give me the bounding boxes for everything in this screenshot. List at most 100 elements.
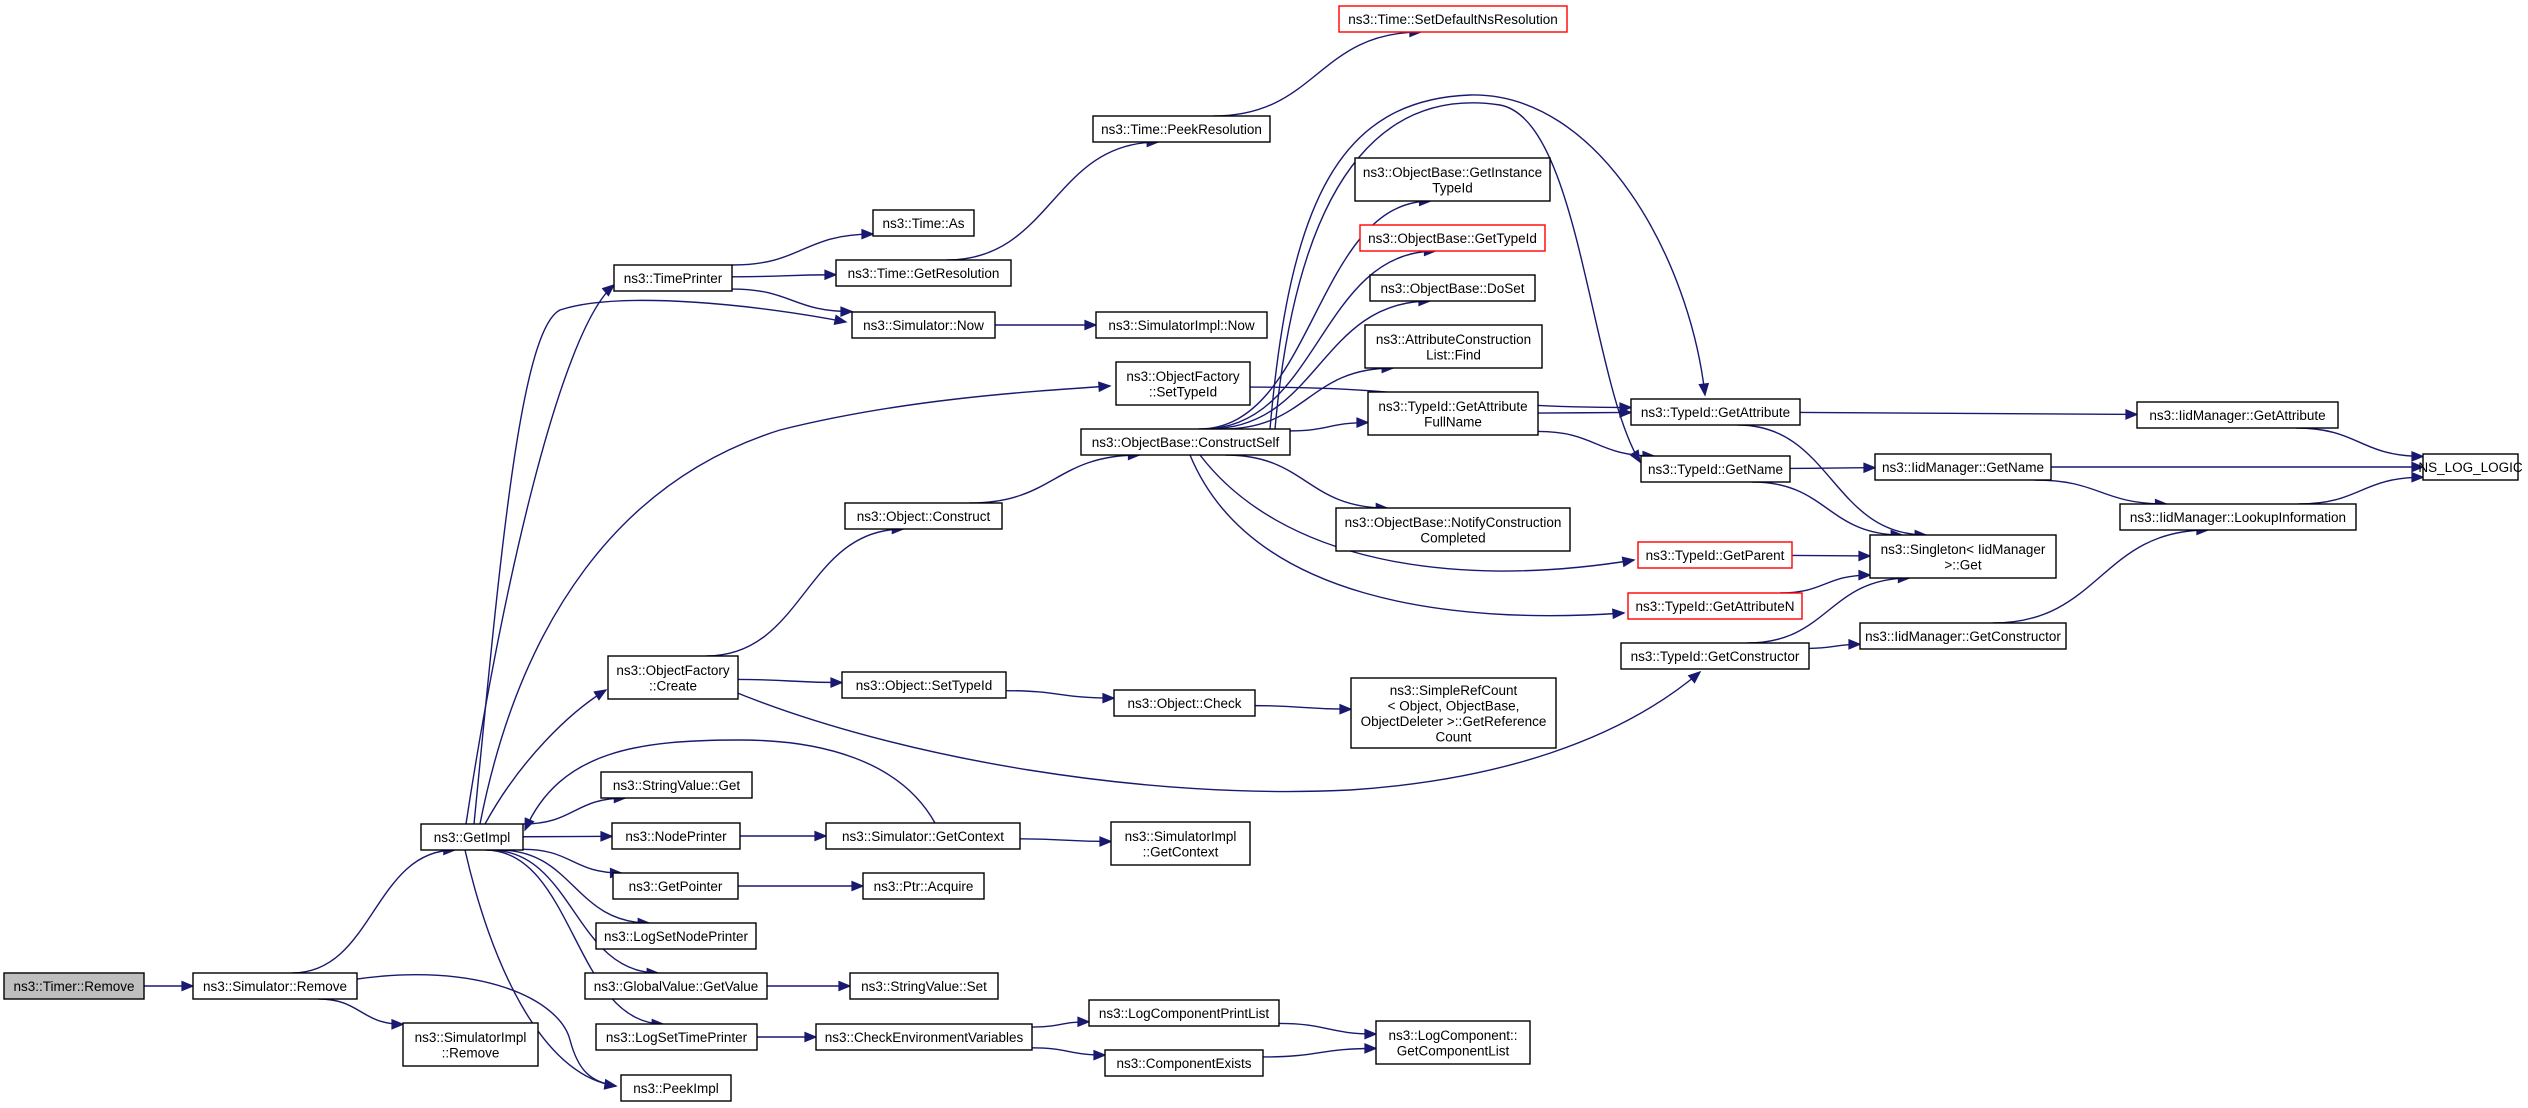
node-box — [3, 972, 145, 1000]
node-iid-getconstructor[interactable]: ns3::IidManager::GetConstructor — [1859, 622, 2067, 650]
node-simimpl-remove[interactable]: ns3::SimulatorImpl::Remove — [402, 1022, 539, 1067]
node-label: ns3::ObjectFactory — [616, 663, 730, 678]
edge-ob_constructself-to-tid_getattributen — [1189, 454, 1626, 620]
node-label: ns3::ObjectBase::NotifyConstruction — [1345, 515, 1562, 530]
edge-gv_getvalue-to-stringvalue_set — [766, 980, 852, 992]
node-of-create[interactable]: ns3::ObjectFactory::Create — [607, 655, 739, 700]
node-label: FullName — [1424, 414, 1482, 429]
node-componentexists[interactable]: ns3::ComponentExists — [1104, 1049, 1264, 1077]
arrowhead — [1364, 1028, 1378, 1040]
node-sim-remove[interactable]: ns3::Simulator::Remove — [192, 972, 358, 1000]
node-ns-log-logic[interactable]: NS_LOG_LOGIC — [2418, 453, 2523, 481]
node-time-as[interactable]: ns3::Time::As — [872, 209, 975, 237]
node-nodeprinter[interactable]: ns3::NodePrinter — [611, 822, 741, 850]
node-tid-getattribute[interactable]: ns3::TypeId::GetAttribute — [1630, 398, 1801, 426]
node-ob-doset[interactable]: ns3::ObjectBase::DoSet — [1369, 274, 1536, 302]
node-object-check[interactable]: ns3::Object::Check — [1113, 689, 1256, 717]
node-tid-getattributen[interactable]: ns3::TypeId::GetAttributeN — [1627, 592, 1803, 620]
node-iid-getname[interactable]: ns3::IidManager::GetName — [1874, 453, 2052, 481]
node-simplerefcount[interactable]: ns3::SimpleRefCount< Object, ObjectBase,… — [1350, 677, 1557, 749]
node-label: ns3::Time::As — [882, 216, 964, 231]
node-label: ns3::IidManager::GetName — [1882, 460, 2044, 475]
node-ob-constructself[interactable]: ns3::ObjectBase::ConstructSelf — [1080, 428, 1291, 456]
arrowhead — [1612, 608, 1626, 620]
node-label: ns3::SimulatorImpl — [1125, 829, 1237, 844]
edge-timer_remove-to-sim_remove — [143, 980, 195, 992]
edge-time_peekres-to-time_setdefault — [1213, 26, 1423, 117]
edge-iid_getattribute-to-ns_log_logic — [2295, 427, 2425, 462]
arrowhead — [833, 314, 848, 326]
arrowhead — [2125, 409, 2139, 420]
edge-line — [1752, 481, 1903, 536]
node-label: ns3::Timer::Remove — [13, 979, 134, 994]
edge-getimpl-to-getpointer — [522, 848, 624, 879]
node-label: ::Create — [649, 678, 697, 693]
edge-logcomp_printlist-to-logcomp_getlist — [1278, 1022, 1378, 1040]
edge-line — [737, 678, 843, 684]
arrowhead — [601, 283, 616, 297]
arrowhead — [824, 269, 838, 281]
node-box — [1369, 274, 1536, 302]
node-iid-lookup[interactable]: ns3::IidManager::LookupInformation — [2119, 503, 2357, 531]
node-getpointer[interactable]: ns3::GetPointer — [612, 872, 739, 900]
node-logcomp-getlist[interactable]: ns3::LogComponent::GetComponentList — [1375, 1020, 1531, 1065]
node-label: ns3::LogSetTimePrinter — [606, 1030, 748, 1045]
node-stringvalue-set[interactable]: ns3::StringValue::Set — [849, 972, 999, 1000]
call-edges — [143, 26, 2425, 1090]
edge-line — [731, 274, 837, 278]
edge-getimpl-to-gv_getvalue — [489, 849, 660, 979]
edge-line — [1799, 411, 2138, 416]
edge-line — [969, 454, 1140, 504]
node-box — [1092, 115, 1271, 143]
edge-getimpl-to-nodeprinter — [522, 830, 614, 842]
node-label: >::Get — [1944, 557, 1981, 572]
node-ob-gettypeid[interactable]: ns3::ObjectBase::GetTypeId — [1359, 224, 1546, 252]
edge-line — [946, 141, 1159, 261]
node-logsetnodeprinter[interactable]: ns3::LogSetNodePrinter — [595, 922, 757, 950]
node-sim-getcontext[interactable]: ns3::Simulator::GetContext — [825, 822, 1021, 850]
node-box — [841, 671, 1007, 699]
node-object-settypeid[interactable]: ns3::Object::SetTypeId — [841, 671, 1007, 699]
node-singleton-get[interactable]: ns3::Singleton< IidManager>::Get — [1869, 534, 2057, 579]
node-label: ns3::Singleton< IidManager — [1881, 542, 2046, 557]
node-of-settypeid[interactable]: ns3::ObjectFactory::SetTypeId — [1115, 361, 1251, 406]
node-tid-getparent[interactable]: ns3::TypeId::GetParent — [1637, 541, 1793, 569]
node-getimpl[interactable]: ns3::GetImpl — [420, 823, 524, 851]
node-ptr-acquire[interactable]: ns3::Ptr::Acquire — [862, 872, 985, 900]
node-label: ns3::Ptr::Acquire — [874, 879, 974, 894]
node-checkenv[interactable]: ns3::CheckEnvironmentVariables — [815, 1023, 1033, 1051]
node-time-setdefault[interactable]: ns3::Time::SetDefaultNsResolution — [1338, 5, 1568, 33]
node-label: ObjectDeleter >::GetReference — [1361, 714, 1547, 729]
node-label: ns3::IidManager::GetConstructor — [1865, 629, 2061, 644]
node-stringvalue-get[interactable]: ns3::StringValue::Get — [600, 771, 753, 799]
node-gv-getvalue[interactable]: ns3::GlobalValue::GetValue — [584, 972, 768, 1000]
arrowhead — [1619, 407, 1633, 418]
node-simimpl-getcontext[interactable]: ns3::SimulatorImpl::GetContext — [1110, 821, 1251, 866]
node-timeprinter[interactable]: ns3::TimePrinter — [613, 264, 733, 292]
node-box — [844, 502, 1003, 530]
node-peekimpl[interactable]: ns3::PeekImpl — [620, 1074, 732, 1102]
node-sim-now[interactable]: ns3::Simulator::Now — [851, 311, 996, 339]
node-time-peekres[interactable]: ns3::Time::PeekResolution — [1092, 115, 1271, 143]
edge-timeprinter-to-time_as — [732, 228, 875, 266]
arrowhead — [600, 830, 614, 842]
node-label: NS_LOG_LOGIC — [2418, 460, 2523, 475]
node-label: ns3::SimulatorImpl — [415, 1030, 527, 1045]
node-time-getres[interactable]: ns3::Time::GetResolution — [835, 259, 1012, 287]
node-tid-getname[interactable]: ns3::TypeId::GetName — [1640, 455, 1791, 483]
arrowhead — [840, 306, 854, 317]
node-logcomp-printlist[interactable]: ns3::LogComponentPrintList — [1088, 999, 1280, 1027]
node-object-construct[interactable]: ns3::Object::Construct — [844, 502, 1003, 530]
edge-line — [1221, 367, 1394, 430]
node-simimpl-now[interactable]: ns3::SimulatorImpl::Now — [1095, 311, 1268, 339]
node-tid-getconstructor[interactable]: ns3::TypeId::GetConstructor — [1620, 642, 1810, 670]
node-ob-notify[interactable]: ns3::ObjectBase::NotifyConstructionCompl… — [1335, 507, 1571, 552]
node-logsettimeprinter[interactable]: ns3::LogSetTimePrinter — [595, 1023, 758, 1051]
node-box — [620, 1074, 732, 1102]
node-label: ::GetContext — [1143, 844, 1219, 859]
edge-ob_constructself-to-tid_getattribute — [1269, 94, 1710, 430]
node-iid-getattribute[interactable]: ns3::IidManager::GetAttribute — [2136, 401, 2339, 429]
